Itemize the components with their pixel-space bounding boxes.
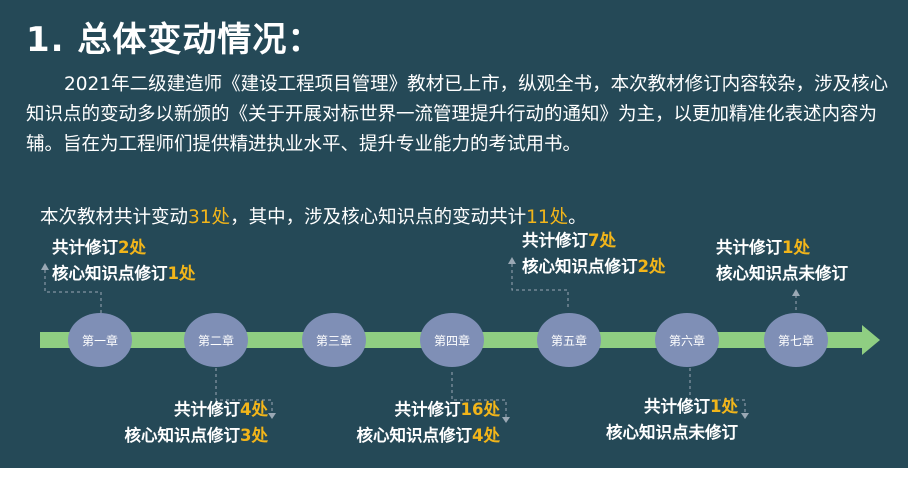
timeline-arrowhead-icon [862,325,880,355]
annotation-total-line: 共计修订16处 [394,400,500,419]
annotation-total-line: 共计修订1处 [644,397,738,416]
annotation-total-line: 共计修订7处 [522,231,616,250]
summary-line: 本次教材共计变动31处，其中，涉及核心知识点的变动共计11处。 [40,203,587,229]
chapter-node-1: 第一章 [68,313,132,367]
annotation-chapter-6: 共计修订1处 核心知识点未修订 [606,394,738,446]
summary-suffix: 。 [568,207,587,228]
annotation-core-line: 核心知识点修订3处 [124,426,268,445]
annotation-chapter-5: 共计修订7处 核心知识点修订2处 [522,228,665,280]
summary-prefix: 本次教材共计变动 [40,207,189,228]
page-title: 1. 总体变动情况： [26,20,323,60]
chapter-node-5: 第五章 [537,313,601,367]
annotation-core-line: 核心知识点修订1处 [52,264,196,283]
annotation-core-line: 核心知识点修订2处 [522,257,666,276]
intro-paragraph: 2021年二级建造师《建设工程项目管理》教材已上市，纵观全书，本次教材修订内容较… [26,74,889,155]
annotation-core-line: 核心知识点未修订 [606,423,738,442]
chapter-node-3: 第三章 [302,313,366,367]
summary-total-count: 31处 [188,207,231,228]
annotation-total-line: 共计修订2处 [52,238,146,257]
chapter-node-7: 第七章 [764,313,828,367]
chapter-node-2: 第二章 [184,313,248,367]
annotation-chapter-7: 共计修订1处 核心知识点未修订 [716,235,848,287]
annotation-total-line: 共计修订4处 [174,400,268,419]
chapter-node-4: 第四章 [420,313,484,367]
annotation-chapter-4: 共计修订16处 核心知识点修订4处 [357,397,500,449]
summary-middle: ，其中，涉及核心知识点的变动共计 [230,207,527,228]
chapter-node-6: 第六章 [655,313,719,367]
summary-core-count: 11处 [526,207,569,228]
annotation-total-line: 共计修订1处 [716,238,810,257]
annotation-chapter-2: 共计修订4处 核心知识点修订3处 [125,397,268,449]
annotation-core-line: 核心知识点修订4处 [356,426,500,445]
annotation-chapter-1: 共计修订2处 核心知识点修订1处 [52,235,195,287]
annotation-core-line: 核心知识点未修订 [716,264,848,283]
